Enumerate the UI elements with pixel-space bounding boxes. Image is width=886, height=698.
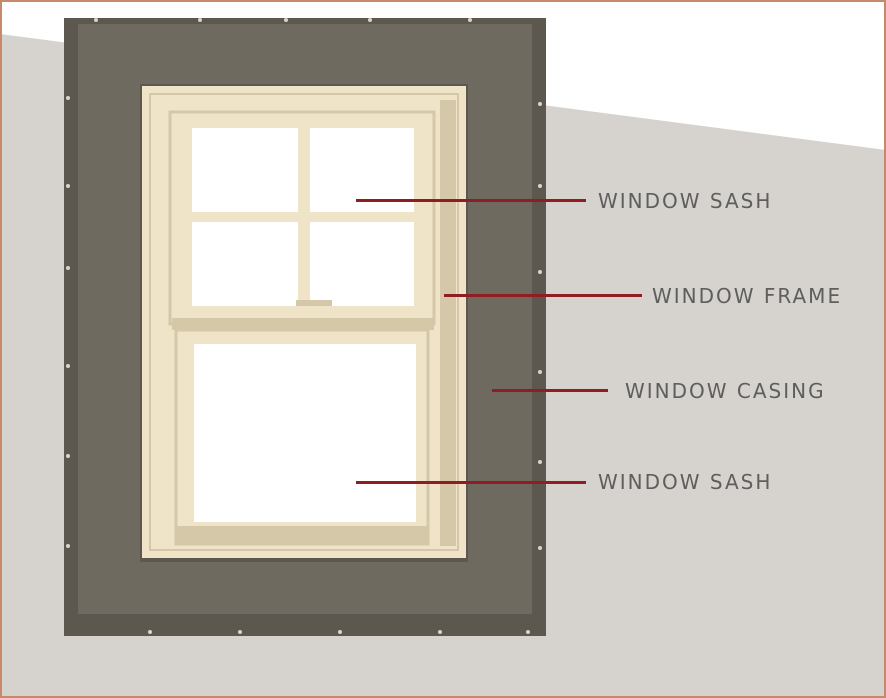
bottom-rail	[176, 526, 428, 544]
leader-line-casing	[492, 389, 608, 392]
label-window-sash-upper: WINDOW SASH	[598, 189, 773, 213]
upper-glass-bottom-left	[192, 222, 298, 306]
sash-lock	[296, 300, 332, 306]
meeting-rail	[172, 318, 434, 330]
lower-glass	[194, 344, 416, 522]
upper-glass-top-left	[192, 128, 298, 212]
leader-line-frame	[444, 294, 642, 297]
label-window-sash-lower: WINDOW SASH	[598, 470, 773, 494]
upper-glass-bottom-right	[310, 222, 414, 306]
window-frame-inner-line	[149, 93, 459, 551]
upper-glass-top-right	[310, 128, 414, 212]
leader-line-lower-sash	[356, 481, 586, 484]
label-window-casing: WINDOW CASING	[625, 379, 826, 403]
label-window-frame: WINDOW FRAME	[652, 284, 843, 308]
casing-nails	[66, 18, 542, 634]
leader-line-upper-sash	[356, 199, 586, 202]
frame-jamb-right	[440, 100, 456, 546]
